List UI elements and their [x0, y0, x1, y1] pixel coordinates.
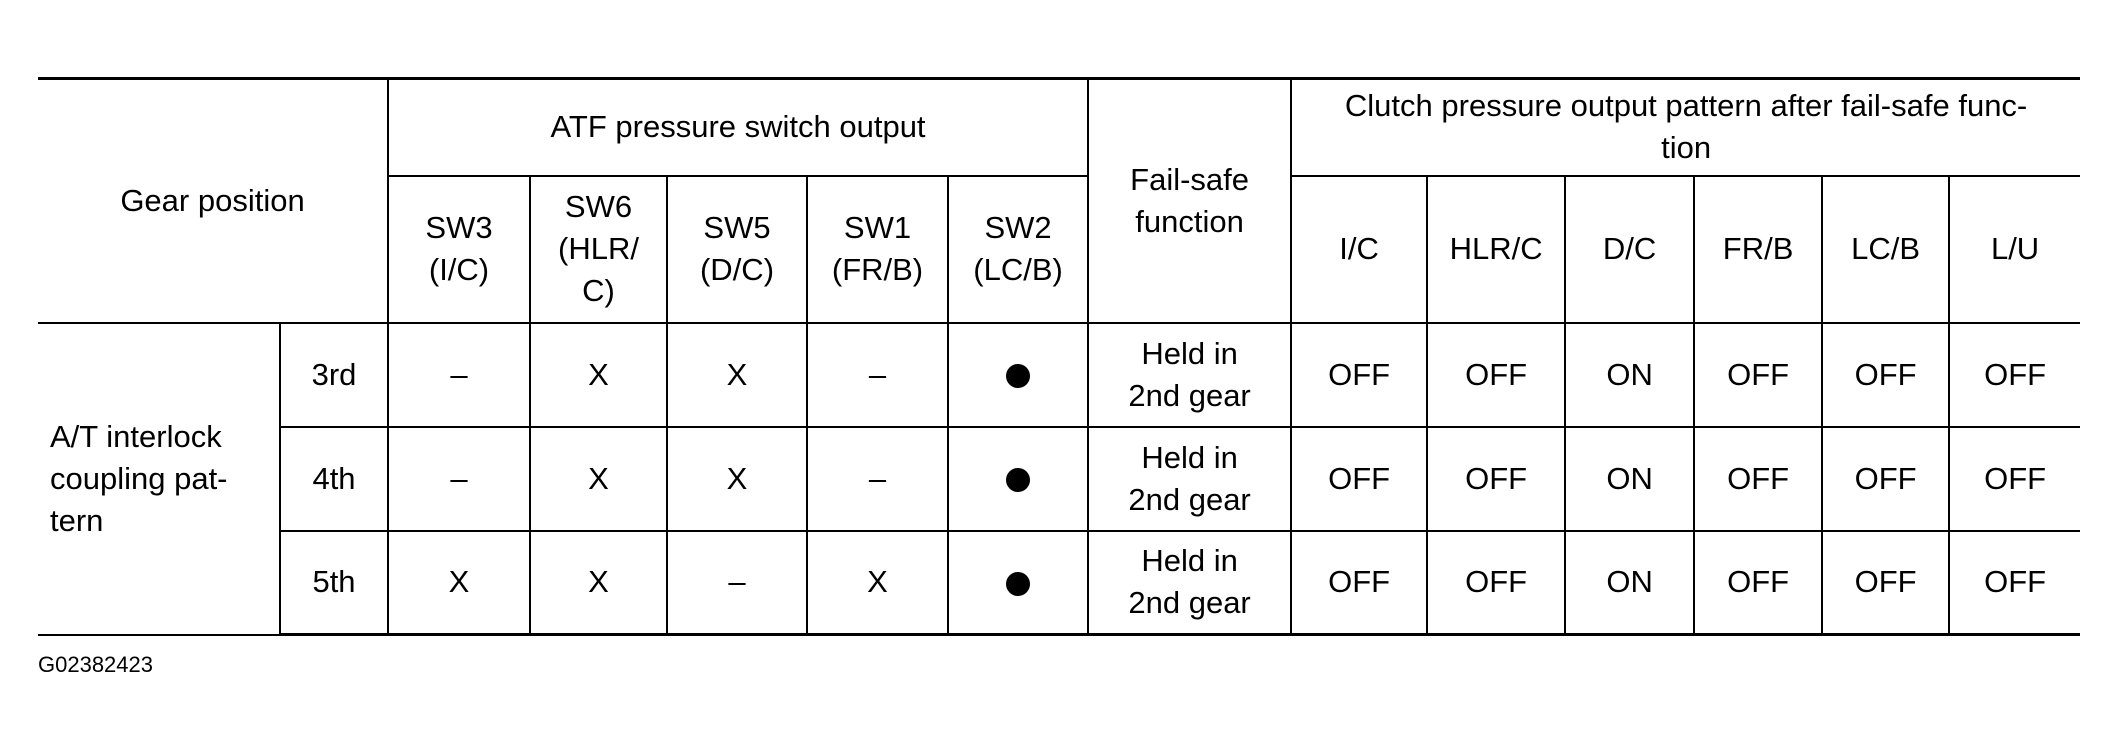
fail-safe-table-container: Gear position ATF pressure switch output… — [38, 77, 2081, 636]
clutch-cell: ON — [1564, 529, 1696, 636]
failsafe-cell: Held in 2nd gear — [1087, 529, 1293, 636]
header-switch-sw2: SW2 (LC/B) — [947, 174, 1090, 324]
header-switch-sw6: SW6 (HLR/ C) — [529, 174, 669, 324]
fail-safe-table: Gear position ATF pressure switch output… — [38, 77, 2081, 636]
switch-cell: – — [806, 425, 950, 532]
clutch-cell: OFF — [1693, 529, 1824, 636]
switch-cell: X — [666, 321, 809, 428]
switch-cell: X — [806, 529, 950, 636]
table-row: 5th X X – X Held in 2nd gear OFF OFF ON … — [38, 529, 2081, 636]
failsafe-cell: Held in 2nd gear — [1087, 425, 1293, 532]
switch-cell: X — [529, 529, 669, 636]
header-atf-pressure-switch-output: ATF pressure switch output — [387, 77, 1090, 177]
clutch-cell: OFF — [1948, 425, 2081, 532]
switch-cell: – — [387, 425, 532, 532]
header-gear-position: Gear position — [38, 77, 390, 324]
clutch-cell: OFF — [1426, 425, 1567, 532]
clutch-cell: ON — [1564, 321, 1696, 428]
clutch-cell: OFF — [1948, 529, 2081, 636]
header-clutch-lu: L/U — [1948, 174, 2081, 324]
gear-cell: 5th — [280, 529, 390, 636]
gear-cell: 3rd — [278, 321, 390, 428]
switch-cell: X — [529, 425, 669, 532]
switch-cell — [947, 529, 1090, 636]
clutch-cell: OFF — [1693, 425, 1824, 532]
gear-cell: 4th — [280, 425, 390, 532]
header-switch-sw3: SW3 (I/C) — [388, 174, 532, 324]
clutch-cell: OFF — [1290, 425, 1429, 532]
switch-cell: X — [387, 529, 532, 636]
switch-cell: – — [666, 529, 809, 636]
switch-cell — [947, 425, 1090, 532]
clutch-cell: OFF — [1290, 321, 1429, 428]
header-clutch-ic: I/C — [1290, 174, 1429, 324]
switch-cell: X — [529, 321, 669, 428]
switch-cell: – — [806, 321, 950, 428]
clutch-cell: OFF — [1821, 425, 1951, 532]
clutch-cell: OFF — [1821, 321, 1951, 428]
failsafe-cell: Held in 2nd gear — [1087, 321, 1293, 428]
clutch-cell: OFF — [1426, 529, 1567, 636]
header-fail-safe-function: Fail-safe function — [1087, 77, 1293, 324]
row-group-label: A/T interlock coupling pat- tern — [38, 321, 281, 636]
clutch-cell: OFF — [1290, 529, 1429, 636]
filled-circle-icon — [1006, 572, 1031, 597]
header-clutch-lcb: LC/B — [1821, 174, 1951, 324]
switch-cell: – — [387, 321, 532, 428]
clutch-cell: ON — [1564, 425, 1696, 532]
header-clutch-frb: FR/B — [1693, 174, 1824, 324]
clutch-cell: OFF — [1693, 321, 1824, 428]
switch-cell: X — [666, 425, 809, 532]
figure-id: G02382423 — [38, 652, 153, 677]
clutch-cell: OFF — [1426, 321, 1567, 428]
clutch-cell: OFF — [1948, 321, 2081, 428]
filled-circle-icon — [1006, 364, 1031, 389]
header-clutch-hlrc: HLR/C — [1426, 174, 1567, 324]
header-switch-sw1: SW1 (FR/B) — [806, 174, 950, 324]
table-row: A/T interlock coupling pat- tern 3rd – X… — [38, 321, 2081, 636]
table-row: 4th – X X – Held in 2nd gear OFF OFF ON … — [38, 425, 2081, 532]
header-clutch-dc: D/C — [1564, 174, 1696, 324]
clutch-cell: OFF — [1821, 529, 1951, 636]
switch-cell — [947, 321, 1090, 428]
header-switch-sw5: SW5 (D/C) — [666, 174, 809, 324]
header-clutch-pressure-output-pattern: Clutch pressure output pattern after fai… — [1290, 77, 2081, 177]
filled-circle-icon — [1006, 468, 1031, 493]
